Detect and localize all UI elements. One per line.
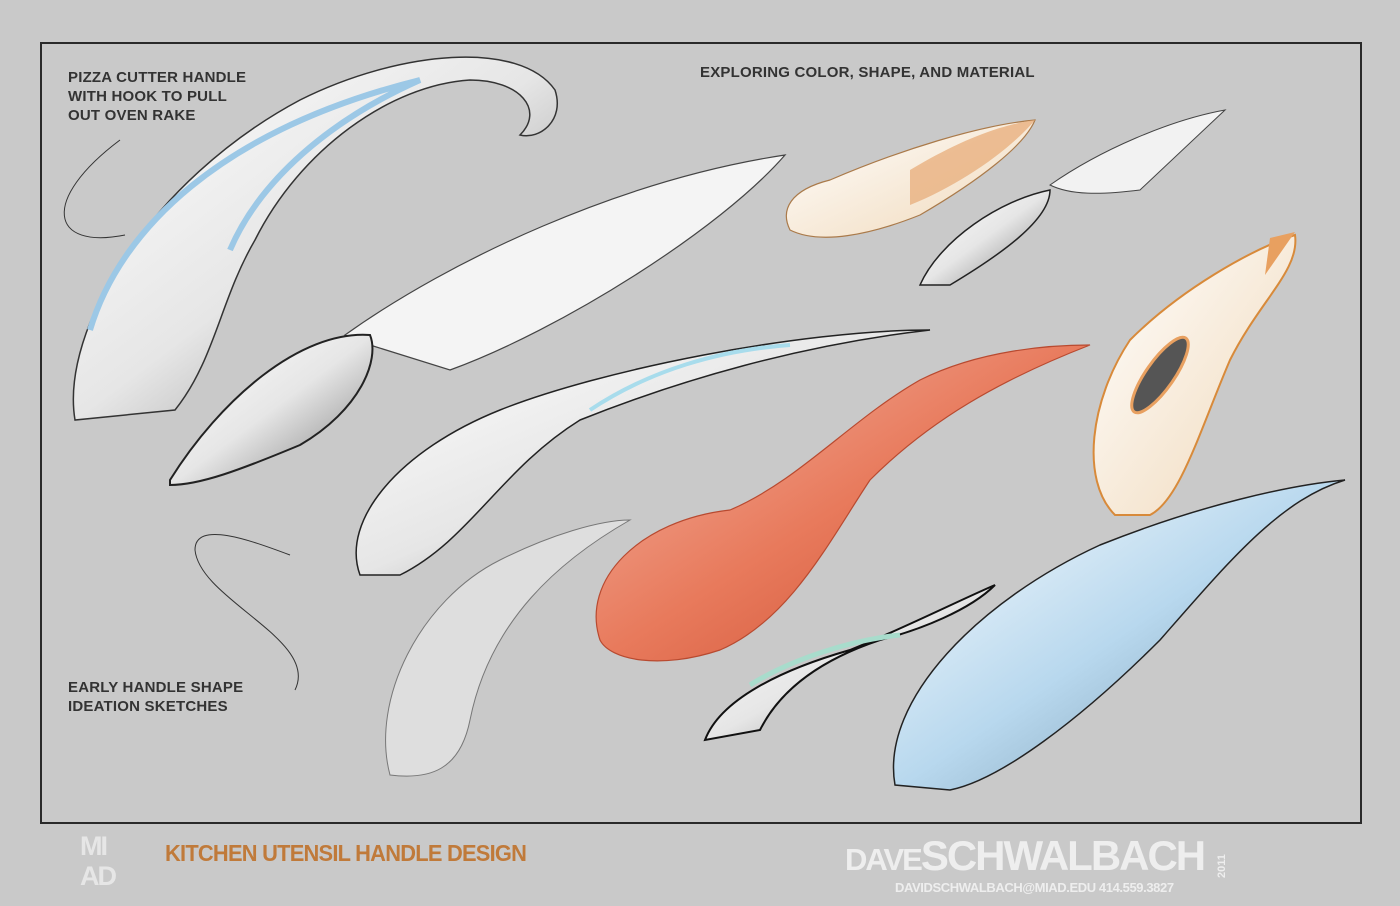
sketch-tan-knife-handle: [785, 119, 1036, 238]
note-line: WITH HOOK TO PULL: [68, 88, 227, 105]
board-title: KITCHEN UTENSIL HANDLE DESIGN: [165, 840, 527, 866]
presentation-frame: [40, 42, 1362, 824]
name-first: DAVE: [845, 842, 923, 877]
miad-logo: MI AD: [80, 831, 140, 891]
note-early-sketches: EARLY HANDLE SHAPE IDEATION SKETCHES: [68, 678, 243, 716]
logo-line: MI: [80, 831, 108, 861]
logo-line: AD: [80, 861, 117, 891]
sketch-orange-spoon: [595, 344, 1091, 662]
note-line: PIZZA CUTTER HANDLE: [68, 69, 247, 86]
contact-info: DAVIDSCHWALBACH@MIAD.EDU 414.559.3827: [895, 880, 1174, 895]
sketch-outline-handle: [385, 519, 632, 777]
annotation-arrow-bottom: [194, 534, 299, 691]
name-last: SCHWALBACH: [920, 832, 1206, 879]
year: 2011: [1216, 854, 1228, 878]
sketch-chef-knife: [169, 154, 787, 487]
note-line: EARLY HANDLE SHAPE: [68, 679, 244, 696]
sketch-pizza-cutter-handle: [72, 56, 558, 421]
sketch-cleaver: [918, 109, 1227, 286]
note-line: IDEATION SKETCHES: [68, 698, 228, 715]
designer-name: DAVESCHWALBACH: [845, 835, 1206, 878]
sketch-small-handle: [703, 584, 996, 742]
note-exploring: EXPLORING COLOR, SHAPE, AND MATERIAL: [700, 64, 1035, 81]
sketch-cream-handle: [1092, 232, 1297, 516]
sketch-blue-handle: [892, 479, 1346, 791]
note-pizza-cutter: PIZZA CUTTER HANDLE WITH HOOK TO PULL OU…: [68, 68, 246, 125]
sketch-long-handle: [355, 329, 931, 576]
annotation-arrow-top: [63, 139, 126, 239]
note-line: OUT OVEN RAKE: [68, 107, 196, 124]
